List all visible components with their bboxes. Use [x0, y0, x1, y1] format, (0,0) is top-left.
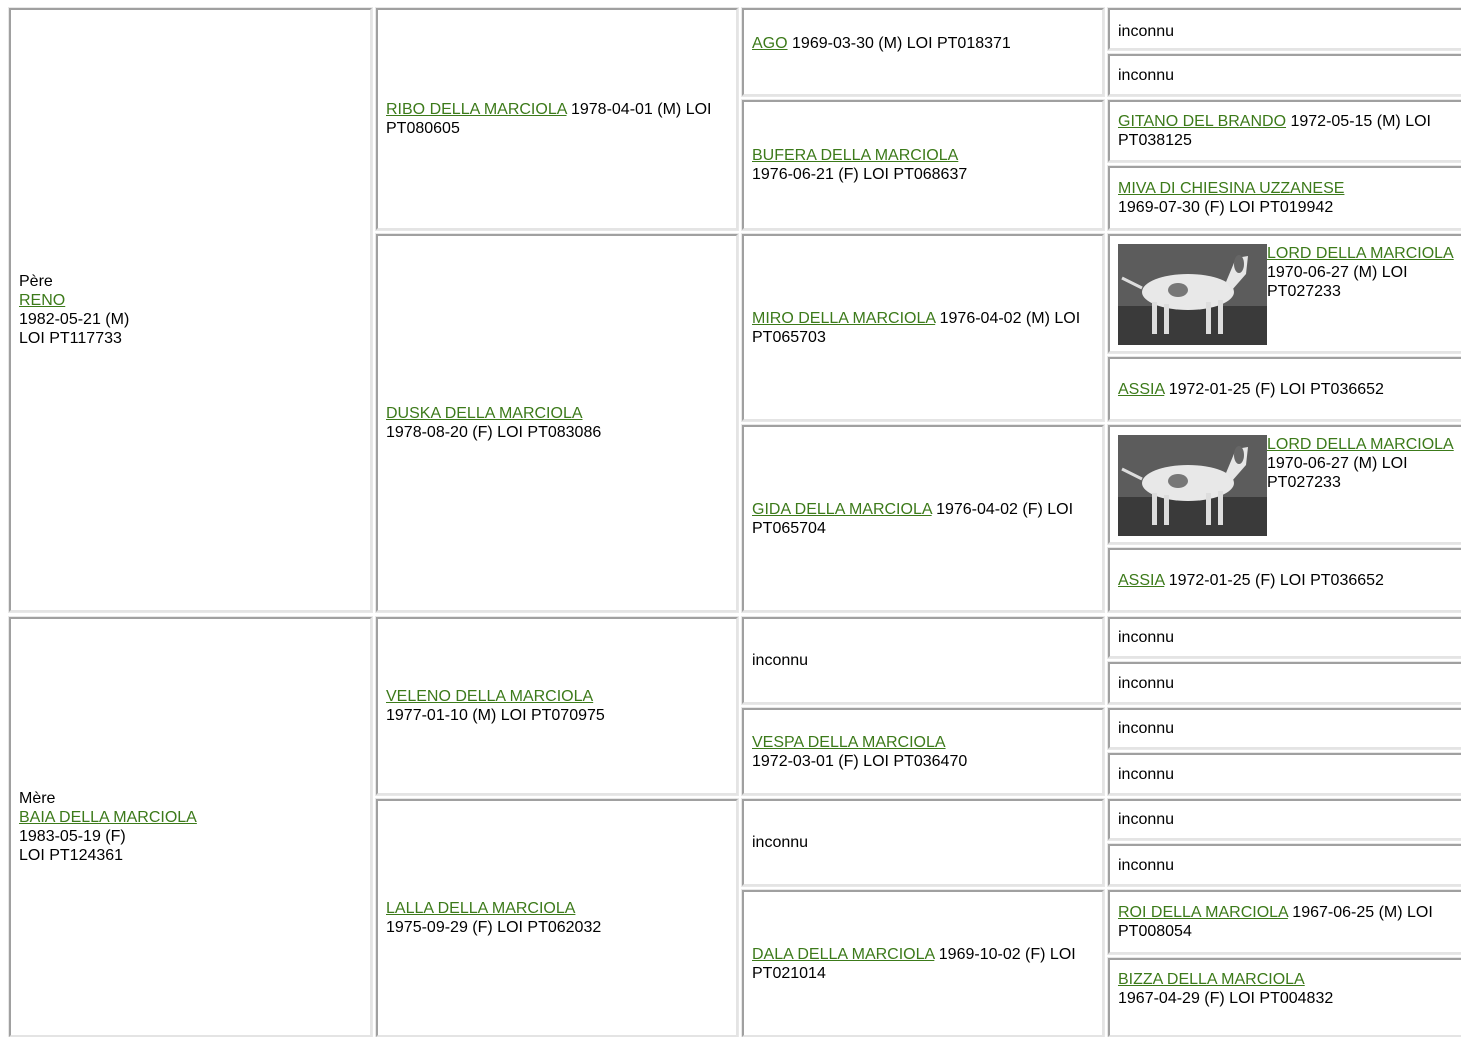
gen3-cell: BUFERA DELLA MARCIOLA 1976-06-21 (F) LOI …	[741, 99, 1105, 231]
gen4-unknown: inconnu	[1118, 765, 1175, 783]
gen4-cell: inconnu	[1107, 53, 1461, 97]
gen4-info: 1967-06-25 (M) LOI PT008054	[1118, 904, 1433, 940]
gen2-info: 1977-01-10 (M) LOI PT070975	[386, 707, 605, 724]
father-cell: Père RENO 1982-05-21 (M) LOI PT117733	[8, 7, 373, 613]
gen4-unknown: inconnu	[1118, 629, 1175, 646]
dog-photo[interactable]	[1118, 244, 1267, 345]
gen3-info: 1976-04-02 (F) LOI PT065704	[752, 500, 1074, 537]
gen3-cell: AGO 1969-03-30 (M) LOI PT018371	[741, 7, 1105, 97]
gen4-info: 1969-07-30 (F) LOI PT019942	[1118, 199, 1334, 216]
gen3-cell: inconnu	[741, 616, 1105, 705]
gen4-cell: inconnu	[1107, 798, 1461, 841]
gen4-unknown: inconnu	[1118, 674, 1175, 692]
gen4-info: 1972-05-15 (M) LOI PT038125	[1118, 113, 1431, 149]
gen2-name-link[interactable]: LALLA DELLA MARCIOLA	[386, 900, 576, 917]
gen3-info: 1976-04-02 (M) LOI PT065703	[752, 309, 1081, 346]
mother-cell: Mère BAIA DELLA MARCIOLA 1983-05-19 (F) …	[8, 616, 373, 1037]
gen4-cell: ASSIA 1972-01-25 (F) LOI PT036652	[1107, 547, 1461, 613]
gen4-cell: ASSIA 1972-01-25 (F) LOI PT036652	[1107, 356, 1461, 422]
gen4-name-link[interactable]: GITANO DEL BRANDO	[1118, 113, 1287, 130]
gen4-info: 1972-01-25 (F) LOI PT036652	[1168, 380, 1384, 398]
gen4-cell: BIZZA DELLA MARCIOLA 1967-04-29 (F) LOI P…	[1107, 957, 1461, 1037]
gen3-cell: GIDA DELLA MARCIOLA 1976-04-02 (F) LOI P…	[741, 424, 1105, 613]
gen4-unknown: inconnu	[1118, 23, 1175, 40]
gen4-unknown: inconnu	[1118, 856, 1175, 874]
gen4-info: 1972-01-25 (F) LOI PT036652	[1168, 571, 1384, 589]
gen4-name-link[interactable]: LORD DELLA MARCIOLA	[1267, 245, 1454, 262]
gen2-info: 1978-08-20 (F) LOI PT083086	[386, 424, 602, 441]
gen2-name-link[interactable]: DUSKA DELLA MARCIOLA	[386, 405, 583, 422]
gen2-info: 1975-09-29 (F) LOI PT062032	[386, 919, 602, 936]
gen3-name-link[interactable]: VESPA DELLA MARCIOLA	[752, 733, 946, 751]
gen4-cell: inconnu	[1107, 7, 1461, 51]
gen3-name-link[interactable]: AGO	[752, 35, 788, 52]
gen4-cell: LORD DELLA MARCIOLA 1970-06-27 (M) LOI PT…	[1107, 424, 1461, 545]
gen3-unknown: inconnu	[752, 834, 809, 851]
gen4-cell: MIVA DI CHIESINA UZZANESE 1969-07-30 (F) …	[1107, 165, 1461, 231]
gen3-name-link[interactable]: BUFERA DELLA MARCIOLA	[752, 147, 959, 164]
mother-label: Mère	[19, 790, 56, 807]
gen4-cell: inconnu	[1107, 616, 1461, 659]
gen3-name-link[interactable]: MIRO DELLA MARCIOLA	[752, 309, 936, 327]
gen3-info: 1969-03-30 (M) LOI PT018371	[792, 35, 1011, 52]
gen3-cell: DALA DELLA MARCIOLA 1969-10-02 (F) LOI P…	[741, 889, 1105, 1037]
gen3-name-link[interactable]: DALA DELLA MARCIOLA	[752, 945, 935, 963]
gen4-cell: LORD DELLA MARCIOLA 1970-06-27 (M) LOI PT…	[1107, 233, 1461, 354]
gen4-name-link[interactable]: MIVA DI CHIESINA UZZANESE	[1118, 180, 1345, 197]
father-label: Père	[19, 273, 53, 290]
gen3-name-link[interactable]: GIDA DELLA MARCIOLA	[752, 500, 932, 518]
gen4-info: 1970-06-27 (M) LOI PT027233	[1267, 455, 1408, 491]
gen2-name-link[interactable]: VELENO DELLA MARCIOLA	[386, 688, 594, 705]
gen4-info: 1970-06-27 (M) LOI PT027233	[1267, 264, 1408, 300]
gen4-cell: inconnu	[1107, 707, 1461, 750]
gen2-name-link[interactable]: RIBO DELLA MARCIOLA	[386, 101, 567, 118]
gen4-name-link[interactable]: BIZZA DELLA MARCIOLA	[1118, 971, 1305, 988]
father-name-link[interactable]: RENO	[19, 292, 66, 309]
father-loi: LOI PT117733	[19, 330, 122, 347]
gen3-cell: MIRO DELLA MARCIOLA 1976-04-02 (M) LOI P…	[741, 233, 1105, 422]
gen3-info: 1972-03-01 (F) LOI PT036470	[752, 752, 968, 770]
gen4-cell: inconnu	[1107, 661, 1461, 705]
gen2-cell: DUSKA DELLA MARCIOLA 1978-08-20 (F) LOI P…	[375, 233, 739, 613]
mother-date: 1983-05-19 (F)	[19, 828, 126, 845]
gen4-name-link[interactable]: LORD DELLA MARCIOLA	[1267, 436, 1454, 453]
gen4-cell: GITANO DEL BRANDO 1972-05-15 (M) LOI PT0…	[1107, 99, 1461, 163]
gen2-cell: LALLA DELLA MARCIOLA 1975-09-29 (F) LOI P…	[375, 798, 739, 1037]
gen4-unknown: inconnu	[1118, 66, 1175, 84]
gen4-name-link[interactable]: ASSIA	[1118, 380, 1165, 398]
gen4-cell: inconnu	[1107, 752, 1461, 796]
mother-loi: LOI PT124361	[19, 847, 124, 864]
gen3-cell: inconnu	[741, 798, 1105, 887]
gen4-info: 1967-04-29 (F) LOI PT004832	[1118, 990, 1334, 1007]
gen4-name-link[interactable]: ASSIA	[1118, 571, 1165, 589]
gen3-info: 1969-10-02 (F) LOI PT021014	[752, 945, 1076, 982]
gen4-name-link[interactable]: ROI DELLA MARCIOLA	[1118, 904, 1288, 921]
gen2-info: 1978-04-01 (M) LOI PT080605	[386, 101, 712, 137]
gen4-cell: inconnu	[1107, 843, 1461, 887]
gen4-unknown: inconnu	[1118, 811, 1175, 828]
mother-name-link[interactable]: BAIA DELLA MARCIOLA	[19, 809, 197, 826]
father-date: 1982-05-21 (M)	[19, 311, 130, 328]
gen2-cell: RIBO DELLA MARCIOLA 1978-04-01 (M) LOI P…	[375, 7, 739, 231]
gen4-cell: ROI DELLA MARCIOLA 1967-06-25 (M) LOI PT…	[1107, 889, 1461, 955]
gen3-info: 1976-06-21 (F) LOI PT068637	[752, 166, 968, 183]
gen2-cell: VELENO DELLA MARCIOLA 1977-01-10 (M) LOI …	[375, 616, 739, 796]
gen3-unknown: inconnu	[752, 652, 809, 669]
dog-photo[interactable]	[1118, 435, 1267, 536]
gen4-unknown: inconnu	[1118, 720, 1175, 737]
